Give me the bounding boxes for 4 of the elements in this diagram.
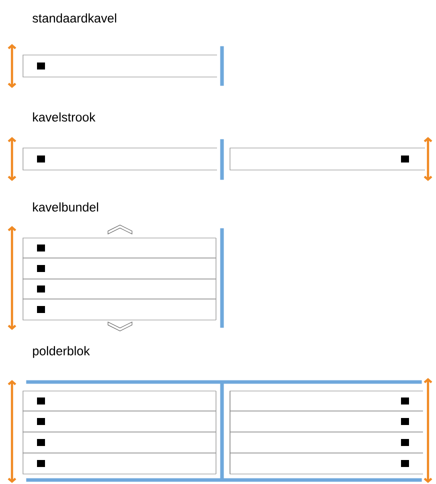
section-title: standaardkavel (32, 13, 116, 23)
section-title: kavelbundel (33, 202, 98, 212)
section-title: kavelstrook (33, 112, 96, 122)
section-title: polderblok (33, 346, 90, 358)
